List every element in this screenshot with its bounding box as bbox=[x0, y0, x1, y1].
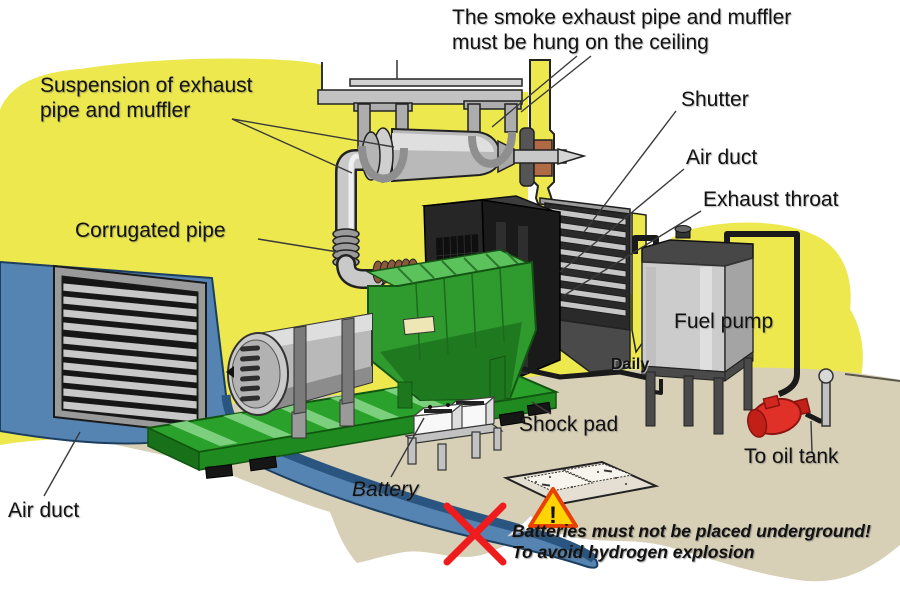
tank-legs bbox=[641, 351, 754, 435]
underground-battery-sketch bbox=[502, 460, 660, 506]
warning-callout: ! bbox=[507, 487, 578, 537]
alternator-vents bbox=[240, 345, 261, 402]
leader-lines bbox=[43, 55, 813, 497]
battery-label: Battery bbox=[352, 478, 419, 501]
warning-triangle-icon bbox=[528, 487, 578, 528]
engine bbox=[365, 249, 538, 409]
battery-warning-line2: To avoid hydrogen explosion bbox=[512, 541, 755, 562]
battery-warning-text: Batteries must not be placed underground… bbox=[512, 521, 871, 562]
fuel-tank-group bbox=[632, 225, 834, 438]
ceiling bbox=[317, 60, 523, 105]
alternator bbox=[226, 312, 373, 439]
fuel-pump-unit bbox=[747, 368, 834, 438]
air-duct-left-louver bbox=[53, 264, 207, 436]
battery-warning-line1: Batteries must not be placed underground… bbox=[512, 521, 871, 541]
exhaust-throat-label: Exhaust throat bbox=[703, 188, 839, 211]
oil-standpipe bbox=[821, 377, 831, 427]
ceiling-note-line1: The smoke exhaust pipe and muffler bbox=[452, 6, 792, 29]
hanger-strap bbox=[468, 131, 516, 168]
air-duct-left-label: Air duct bbox=[8, 499, 80, 522]
corrugated-pipe-label: Corrugated pipe bbox=[75, 219, 226, 242]
engine-nameplate bbox=[402, 315, 436, 336]
red-cross-icon bbox=[443, 502, 507, 566]
ceiling-note-label: The smoke exhaust pipe and muffler must … bbox=[452, 6, 791, 56]
shock-pads bbox=[204, 401, 552, 479]
shock-pad-label: Shock pad bbox=[519, 413, 619, 436]
shutter-louver bbox=[539, 197, 631, 331]
hanger-strap bbox=[358, 145, 408, 183]
air-duct-right-label: Air duct bbox=[686, 146, 758, 169]
ceiling-note-line2: must be hung on the ceiling bbox=[452, 30, 709, 54]
svg-text:!: ! bbox=[549, 502, 557, 529]
fuel-pump-label: Fuel pump bbox=[674, 310, 774, 333]
daily-label: Daily bbox=[611, 356, 650, 373]
shutter-label: Shutter bbox=[681, 88, 749, 111]
to-oil-tank-label: To oil tank bbox=[744, 445, 839, 468]
battery-stand bbox=[404, 423, 504, 471]
suspension-label: Suspension of exhaust pipe and muffler bbox=[40, 74, 253, 122]
